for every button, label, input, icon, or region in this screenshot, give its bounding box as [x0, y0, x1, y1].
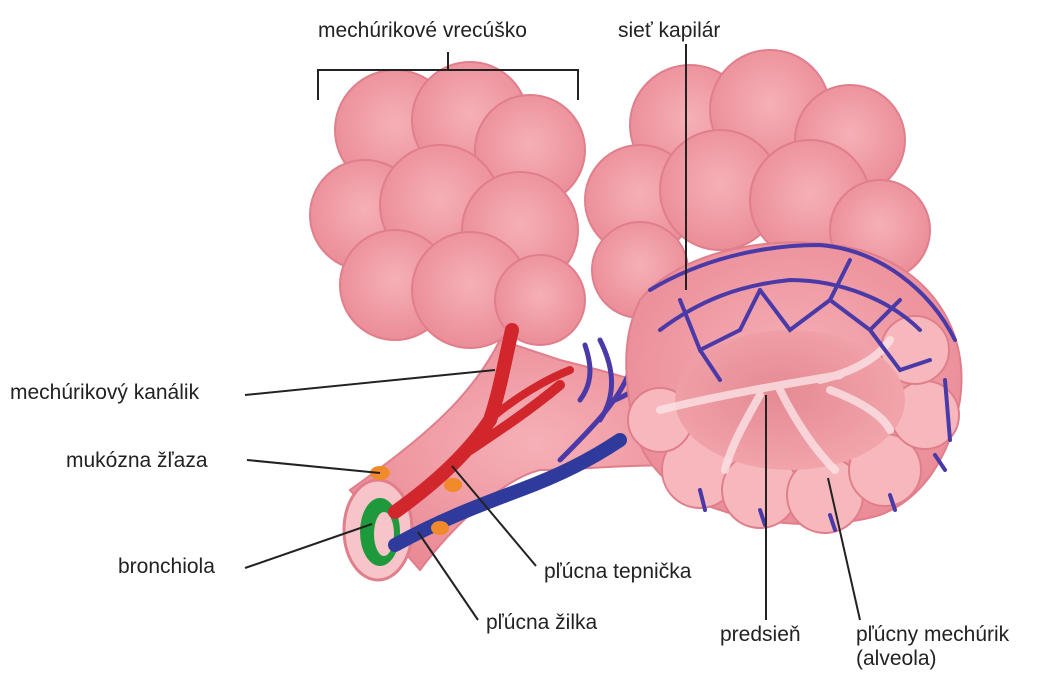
gland-leader	[247, 460, 380, 473]
label-alveolar-sac: mechúrikové vrecúško	[318, 18, 527, 44]
label-pulmonary-venule: pľúcna žilka	[486, 610, 597, 636]
label-atrium: predsieň	[720, 622, 801, 648]
left-alveolar-sac	[310, 62, 585, 348]
label-alveolus: pľúcny mechúrik	[856, 622, 1009, 648]
label-mucous-gland: mukózna žľaza	[66, 448, 208, 474]
venule-leader	[418, 532, 478, 620]
label-pulmonary-arteriole: pľúcna tepnička	[544, 559, 691, 585]
label-capillary-network: sieť kapilár	[618, 18, 720, 44]
label-alveolus-sub: (alveola)	[856, 646, 937, 672]
label-alveolar-duct: mechúrikový kanálik	[10, 380, 199, 406]
duct-leader	[245, 370, 495, 395]
label-bronchiole: bronchiola	[118, 554, 215, 580]
